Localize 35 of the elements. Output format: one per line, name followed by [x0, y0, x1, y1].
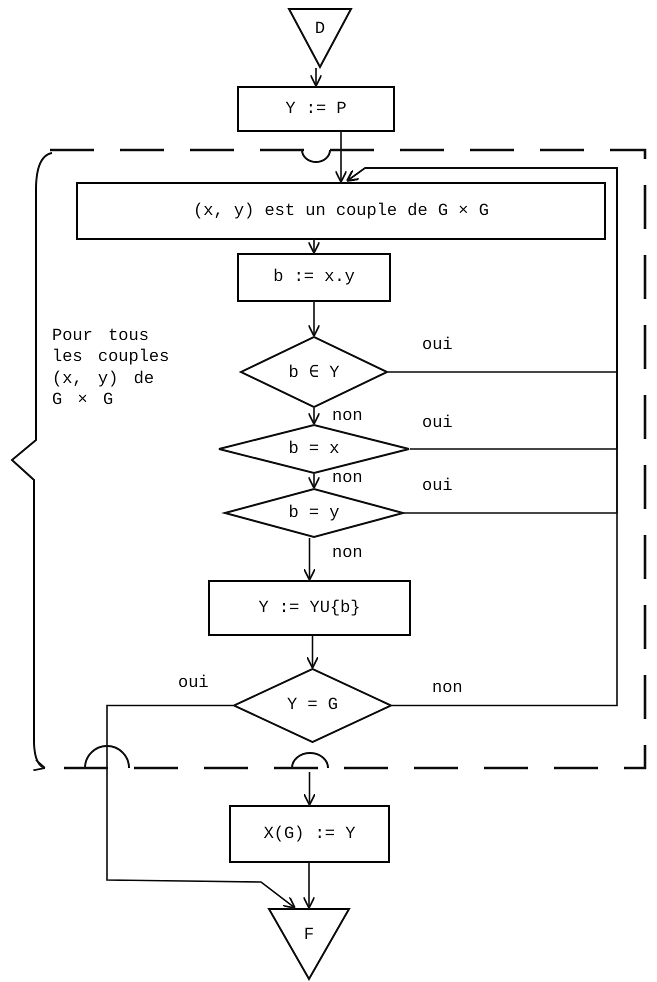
arrow — [334, 132, 348, 183]
process-box — [237, 86, 395, 132]
arrow — [106, 704, 296, 909]
node-text: (x, y) est un couple de G × G — [193, 202, 489, 220]
arrow — [308, 408, 320, 425]
process-box — [237, 253, 391, 302]
terminal-triangle — [268, 908, 350, 980]
arrow — [302, 863, 316, 909]
terminal-triangle — [288, 8, 352, 68]
node-text: b = y — [288, 504, 340, 522]
arrow — [306, 636, 319, 669]
decision-diamond — [233, 668, 392, 743]
node-text: b = x — [288, 440, 340, 458]
arrow — [308, 240, 320, 254]
arrow — [308, 302, 320, 337]
arrow — [303, 772, 316, 806]
arrow — [308, 474, 320, 489]
node-text: b := x.y — [273, 268, 355, 287]
node-text: X(G) := Y — [264, 824, 356, 844]
node-text: b ∈ Y — [288, 362, 340, 382]
node-text: Y = G — [286, 696, 338, 715]
loop-note: Pour tous les couples (x, y) de G × G — [52, 326, 170, 411]
node-text: Y := YU{b} — [258, 598, 361, 618]
decision-diamond — [240, 336, 388, 408]
decision-diamond — [224, 488, 404, 538]
node-text: Y := P — [285, 100, 347, 118]
arrow — [310, 68, 322, 87]
process-box — [229, 805, 390, 863]
node-text: D — [314, 20, 326, 38]
process-box — [76, 182, 606, 240]
arrow — [303, 538, 316, 581]
decision-diamond — [218, 424, 410, 474]
arrow — [346, 167, 618, 706]
node-text: F — [304, 926, 314, 944]
process-box — [208, 580, 411, 636]
